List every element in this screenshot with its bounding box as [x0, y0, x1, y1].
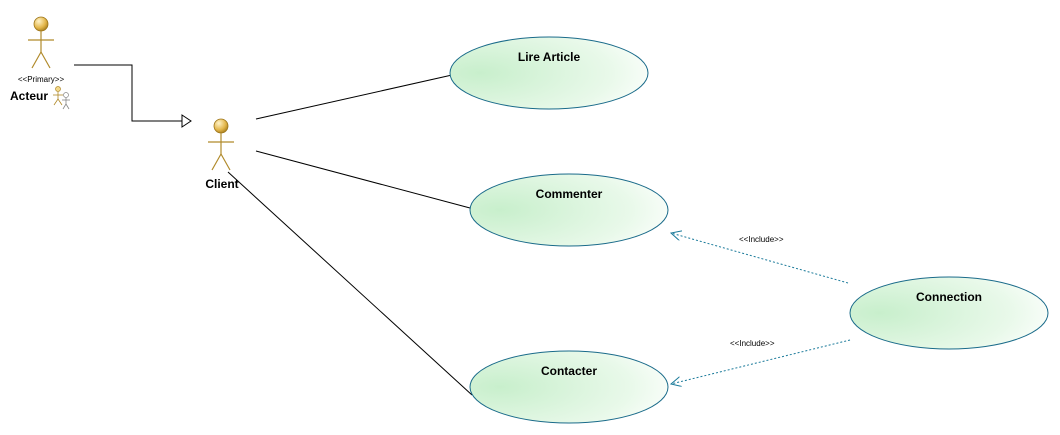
usecase-connection[interactable]: Connection [849, 276, 1049, 350]
actor-name: Acteur [10, 89, 48, 103]
association-client-contacter [227, 171, 473, 396]
include-label-2: <<Include>> [730, 339, 775, 348]
usecase-contacter[interactable]: Contacter [469, 350, 669, 424]
stick-figure-icon [208, 118, 234, 171]
actor-name: Client [205, 177, 238, 191]
include-connection-commenter [671, 233, 849, 284]
actor-client[interactable]: Client [205, 118, 239, 191]
include-connection-contacter [671, 339, 851, 384]
actor-stereotype: <<Primary>> [18, 75, 65, 84]
generalization-arrowhead [181, 114, 192, 128]
actor-group-icon [53, 86, 70, 110]
usecase-label: Connection [916, 290, 982, 304]
usecase-lire-article[interactable]: Lire Article [449, 36, 649, 110]
usecase-label: Contacter [541, 364, 597, 378]
usecase-label: Lire Article [518, 50, 581, 64]
usecase-commenter[interactable]: Commenter [469, 173, 669, 247]
generalization-edge [74, 64, 192, 128]
usecase-label: Commenter [536, 187, 603, 201]
actor-acteur[interactable]: <<Primary>> Acteur [10, 16, 70, 110]
association-client-commenter [255, 150, 471, 209]
include-label-1: <<Include>> [739, 235, 784, 244]
association-client-lire-article [255, 74, 453, 120]
stick-figure-icon [28, 16, 54, 69]
